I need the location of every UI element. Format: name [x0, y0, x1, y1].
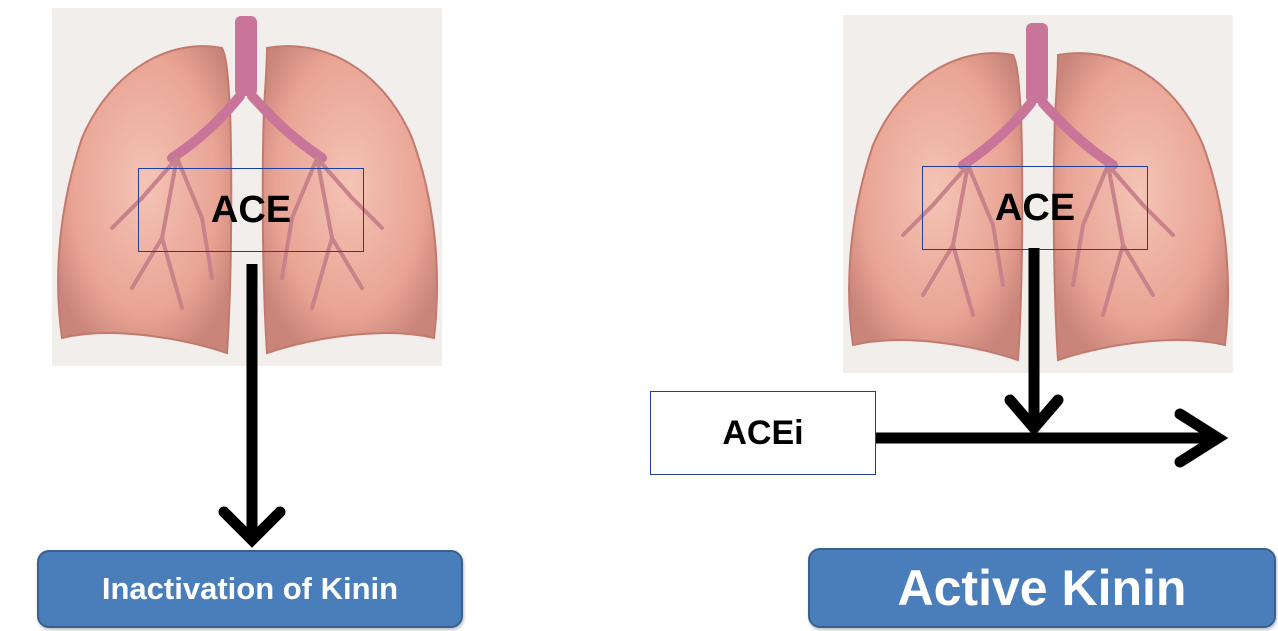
acei-box: ACEi [650, 391, 876, 475]
ace-box-left: ACE [138, 168, 364, 252]
result-box-inactivation: Inactivation of Kinin [37, 550, 463, 628]
ace-label-left: ACE [211, 189, 291, 232]
acei-label: ACEi [722, 414, 803, 453]
result-box-active: Active Kinin [808, 548, 1276, 628]
ace-label-right: ACE [995, 187, 1075, 230]
arrow-right-icon [876, 414, 1218, 462]
result-label-right: Active Kinin [898, 559, 1187, 617]
result-label-left: Inactivation of Kinin [102, 571, 398, 607]
ace-box-right: ACE [922, 166, 1148, 250]
